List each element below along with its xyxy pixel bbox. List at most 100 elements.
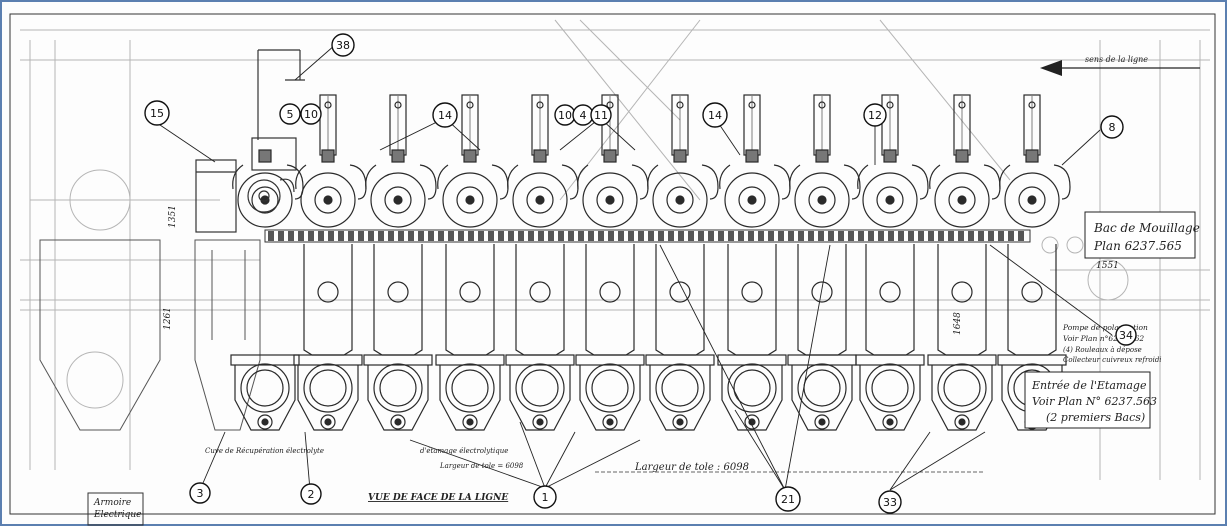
callout-number: 10 <box>558 109 572 122</box>
bac-mouillage-note: Bac de Mouillage Plan 6237.565 <box>1084 211 1200 259</box>
cell-station <box>363 94 437 431</box>
callout-c10a: 10 <box>300 103 322 125</box>
busbar-tooth <box>448 231 454 241</box>
callout-number: 12 <box>868 109 882 122</box>
busbar-tooth <box>468 231 474 241</box>
busbar-tooth <box>808 231 814 241</box>
busbar-tooth <box>568 231 574 241</box>
busbar-tooth <box>338 231 344 241</box>
busbar-tooth <box>728 231 734 241</box>
busbar-tooth <box>708 231 714 241</box>
busbar-tooth <box>538 231 544 241</box>
busbar-tooth <box>598 231 604 241</box>
busbar-tooth <box>358 231 364 241</box>
busbar-tooth <box>348 231 354 241</box>
callout-circle <box>189 482 211 504</box>
busbar-tooth <box>798 231 804 241</box>
busbar-tooth <box>368 231 374 241</box>
busbar-tooth <box>998 231 1004 241</box>
direction-arrow: sens de la ligne <box>1040 55 1200 76</box>
callout-c8: 8 <box>1100 115 1124 139</box>
busbar-tooth <box>458 231 464 241</box>
busbar-tooth <box>548 231 554 241</box>
callout-number: 38 <box>336 39 350 52</box>
busbar-tooth <box>948 231 954 241</box>
busbar-tooth <box>1008 231 1014 241</box>
busbar-tooth <box>988 231 994 241</box>
busbar-tooth <box>488 231 494 241</box>
cell-station <box>505 94 579 431</box>
callout-circle <box>144 100 170 126</box>
busbar-tooth <box>828 231 834 241</box>
callout-number: 14 <box>708 109 722 122</box>
dim-1261: 1261 <box>163 307 173 330</box>
busbar-tooth <box>778 231 784 241</box>
drawing-title: VUE DE FACE DE LA LIGNE <box>368 493 508 503</box>
busbar-tooth <box>408 231 414 241</box>
callout-circle <box>702 102 728 128</box>
busbar-tooth <box>918 231 924 241</box>
callout-number: 10 <box>304 108 318 121</box>
epaisseur-label: Largeur de tole = 6098 <box>439 462 524 470</box>
busbar-tooth <box>518 231 524 241</box>
leader-lines <box>159 44 1113 491</box>
entree-etamage-note: Entrée de l'Etamage Voir Plan N° 6237.56… <box>1024 371 1157 429</box>
pompe-line-1: Pompe de polarisation <box>1062 323 1148 332</box>
cell-station <box>293 94 367 431</box>
busbar-tooth <box>748 231 754 241</box>
callout-c33: 33 <box>878 490 902 514</box>
busbar-tooth <box>298 231 304 241</box>
callout-circle <box>863 103 887 127</box>
busbar-tooth <box>498 231 504 241</box>
busbar-tooth <box>678 231 684 241</box>
pompe-note: Pompe de polarisation Voir Plan n°6237.7… <box>1062 323 1162 364</box>
busbar-tooth <box>928 231 934 241</box>
callout-c14a: 14 <box>432 102 458 128</box>
busbar-tooth <box>268 231 274 241</box>
cell-stations <box>230 94 1071 431</box>
busbar-tooth <box>328 231 334 241</box>
callout-number: 34 <box>1119 329 1133 342</box>
callout-number: 14 <box>438 109 452 122</box>
cuve-label: Cuve de Récupération électrolyte <box>205 447 324 455</box>
busbar-tooth <box>768 231 774 241</box>
callout-c5: 5 <box>279 103 301 125</box>
callout-number: 5 <box>287 108 294 121</box>
busbar-tooth <box>888 231 894 241</box>
callout-circle <box>590 104 612 126</box>
callout-c34: 34 <box>1115 324 1137 346</box>
callout-c4: 4 <box>572 104 594 126</box>
busbar-tooth <box>578 231 584 241</box>
callout-circle <box>300 483 322 505</box>
busbar-tooth <box>638 231 644 241</box>
busbar-tooth <box>278 231 284 241</box>
busbar-tooth <box>908 231 914 241</box>
cell-station <box>717 94 791 431</box>
callout-number: 21 <box>781 493 795 506</box>
callout-number: 33 <box>883 496 897 509</box>
sheet-width-label: Largeur de tole : 6098 <box>634 462 749 473</box>
busbar-tooth <box>648 231 654 241</box>
dim-1648: 1648 <box>953 312 963 335</box>
direction-label: sens de la ligne <box>1085 55 1148 64</box>
busbar-tooth <box>608 231 614 241</box>
busbar-tooth <box>308 231 314 241</box>
busbar-tooth <box>558 231 564 241</box>
busbar-tooth <box>968 231 974 241</box>
callout-number: 4 <box>580 109 587 122</box>
callout-circle <box>279 103 301 125</box>
cell-station <box>927 94 1001 431</box>
cell-station <box>575 94 649 431</box>
armoire-electrique: Armoire Electrique <box>87 492 144 526</box>
etamage-label: d'étamage électrolytique <box>420 447 508 455</box>
callout-c10b: 10 <box>554 104 576 126</box>
callout-c3: 3 <box>189 482 211 504</box>
callout-circle <box>300 103 322 125</box>
callout-number: 11 <box>594 109 608 122</box>
callout-number: 1 <box>542 491 549 504</box>
busbar-tooth <box>398 231 404 241</box>
left-tank-outlines <box>39 239 261 431</box>
cell-station <box>435 94 509 431</box>
callout-circle <box>331 33 355 57</box>
